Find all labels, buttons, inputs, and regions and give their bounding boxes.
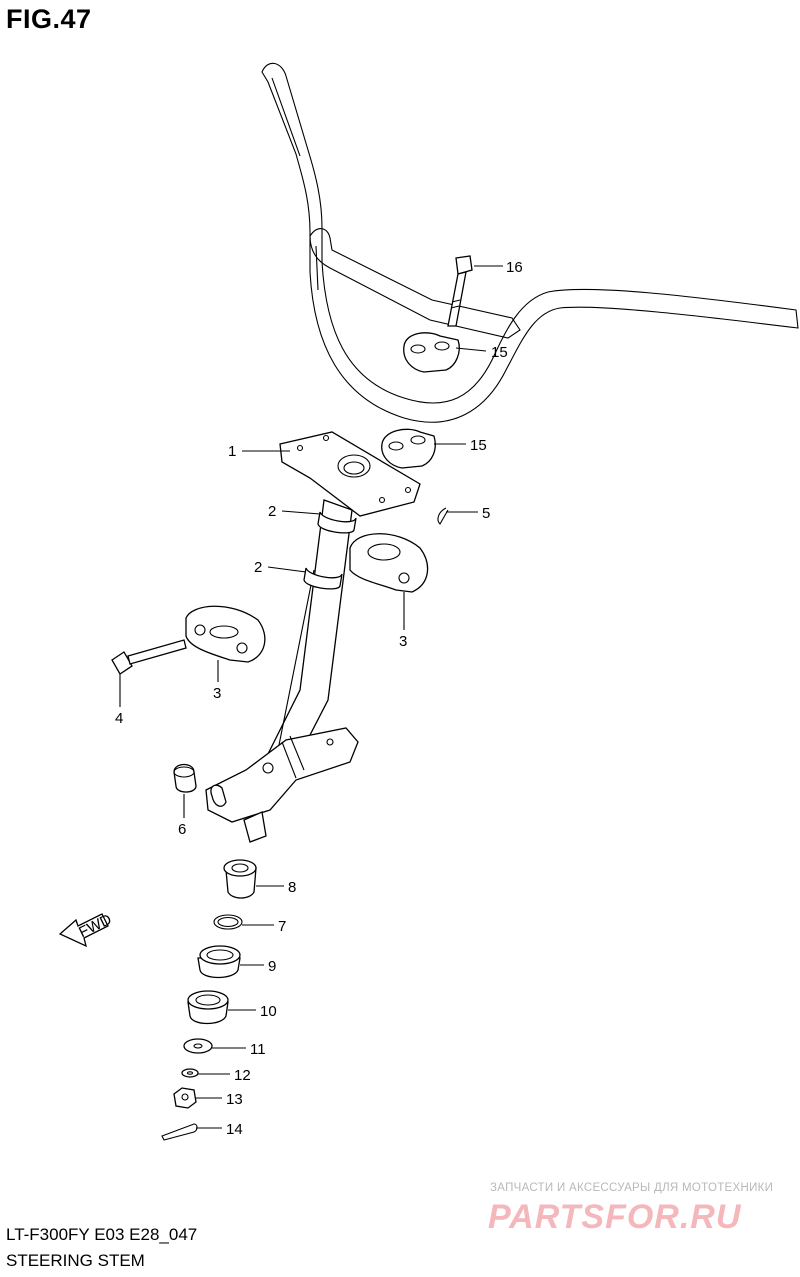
callout-2-upper: 2 — [268, 503, 276, 520]
callout-12: 12 — [234, 1067, 251, 1084]
callout-15-upper: 15 — [491, 344, 508, 361]
callout-16: 16 — [506, 259, 523, 276]
callout-11: 11 — [250, 1041, 266, 1058]
callout-13: 13 — [226, 1091, 243, 1108]
fwd-arrow-icon: FWD — [58, 911, 115, 948]
callout-8: 8 — [288, 879, 296, 896]
callout-9: 9 — [268, 958, 276, 975]
part-3-right-holder — [349, 533, 429, 593]
part-5-cotter-pin — [437, 507, 449, 525]
callout-15-lower: 15 — [470, 437, 487, 454]
part-16-bolt — [447, 255, 473, 327]
part-3-left-holder — [185, 605, 266, 663]
callout-4: 4 — [115, 710, 123, 727]
part-9-seal — [197, 945, 241, 979]
model-code: LT-F300FY E03 E28_047 — [6, 1225, 198, 1244]
part-15-upper-clamp — [403, 332, 460, 373]
diagram-name: STEERING STEM — [6, 1251, 145, 1270]
leader-lines — [119, 265, 503, 1129]
part-12-washer — [181, 1068, 199, 1078]
part-14-cotter-pin — [161, 1123, 198, 1141]
watermark-logo: PARTSFOR.RU — [488, 1198, 742, 1236]
callout-5: 5 — [482, 505, 490, 522]
callout-1: 1 — [228, 443, 236, 460]
stem-lower-bracket — [205, 727, 359, 843]
part-7-o-ring — [213, 914, 243, 930]
fwd-label: FWD — [76, 911, 114, 941]
callout-7: 7 — [278, 918, 286, 935]
part-6-cap — [173, 763, 197, 793]
part-11-washer — [183, 1038, 213, 1054]
callout-10: 10 — [260, 1003, 277, 1020]
part-8-bushing — [223, 859, 257, 899]
part-1-top-plate — [279, 431, 421, 517]
part-15-lower-clamp — [381, 428, 436, 469]
part-10-bearing — [187, 990, 229, 1025]
figure-title: FIG.47 — [6, 4, 92, 34]
callout-2-lower: 2 — [254, 559, 262, 576]
watermark-tagline: ЗАПЧАСТИ И АКСЕССУАРЫ ДЛЯ МОТОТЕХНИКИ — [490, 1182, 774, 1194]
part-4-bolt — [111, 639, 187, 675]
handlebar — [261, 62, 799, 423]
callout-3-left: 3 — [213, 685, 221, 702]
part-13-nut — [173, 1087, 197, 1109]
callout-14: 14 — [226, 1121, 243, 1138]
callout-3-right: 3 — [399, 633, 407, 650]
callout-6: 6 — [178, 821, 186, 838]
callout-labels: 16 15 15 1 2 2 5 3 3 4 6 8 7 9 10 11 12 … — [115, 259, 523, 1138]
